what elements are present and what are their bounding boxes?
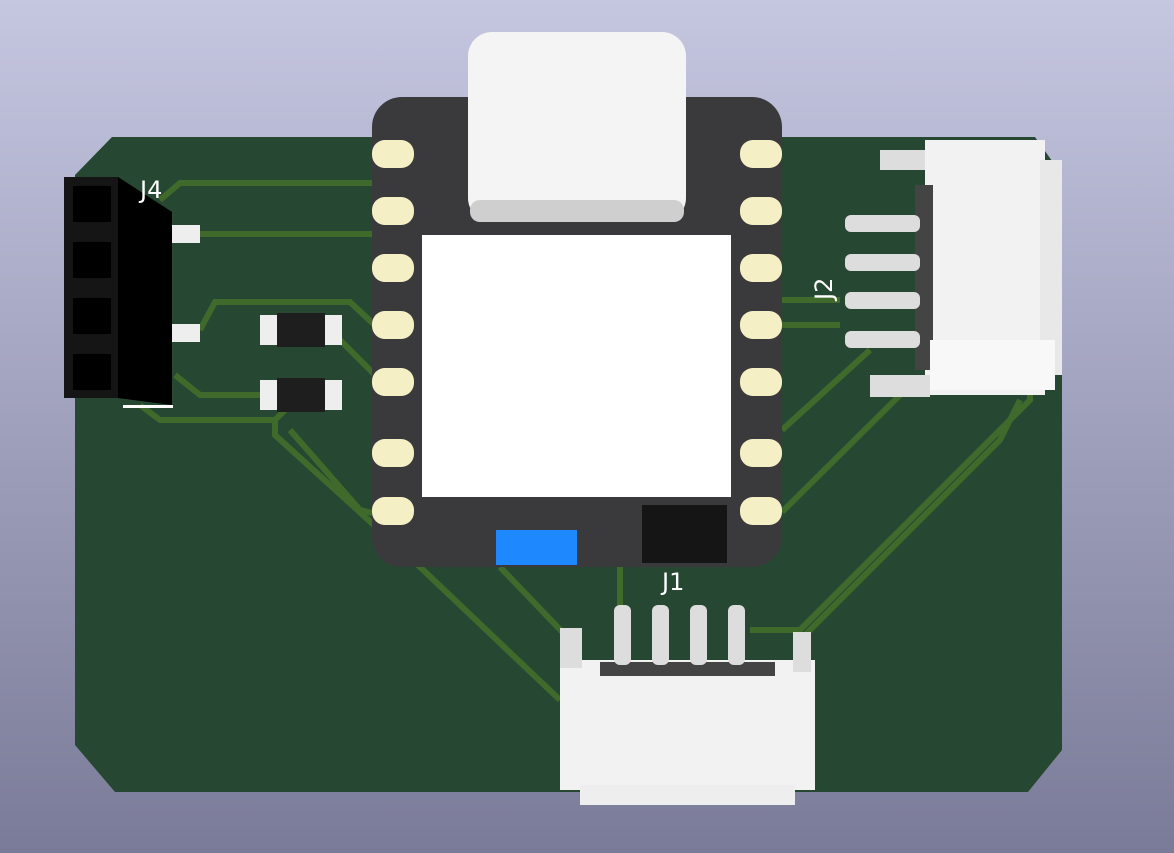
resistor-2[interactable]	[260, 378, 342, 412]
module-pad	[740, 311, 782, 339]
ref-label-j1: J1	[660, 568, 684, 596]
chip	[642, 505, 727, 563]
module-pad	[372, 368, 414, 396]
module-pad	[740, 254, 782, 282]
rf-shield	[422, 235, 731, 497]
module-pad	[740, 439, 782, 467]
module-pads	[372, 140, 782, 525]
module-pad	[740, 368, 782, 396]
module-pad	[740, 197, 782, 225]
module-pad	[372, 497, 414, 525]
ref-label-j2: J2	[810, 278, 838, 302]
connector-j1[interactable]	[560, 605, 815, 805]
resistor-1[interactable]	[260, 313, 342, 347]
module-pad	[372, 140, 414, 168]
led	[496, 530, 577, 565]
module-pad	[372, 197, 414, 225]
module-pad	[372, 311, 414, 339]
module-pad	[372, 254, 414, 282]
ref-label-j4: J4	[138, 176, 162, 204]
connector-j2[interactable]	[845, 140, 1062, 397]
module-pad	[740, 140, 782, 168]
usb-c-connector	[468, 32, 686, 222]
pin-header-j4[interactable]	[64, 177, 200, 408]
module-pad	[740, 497, 782, 525]
microcontroller-module[interactable]	[372, 32, 782, 567]
module-pad	[372, 439, 414, 467]
